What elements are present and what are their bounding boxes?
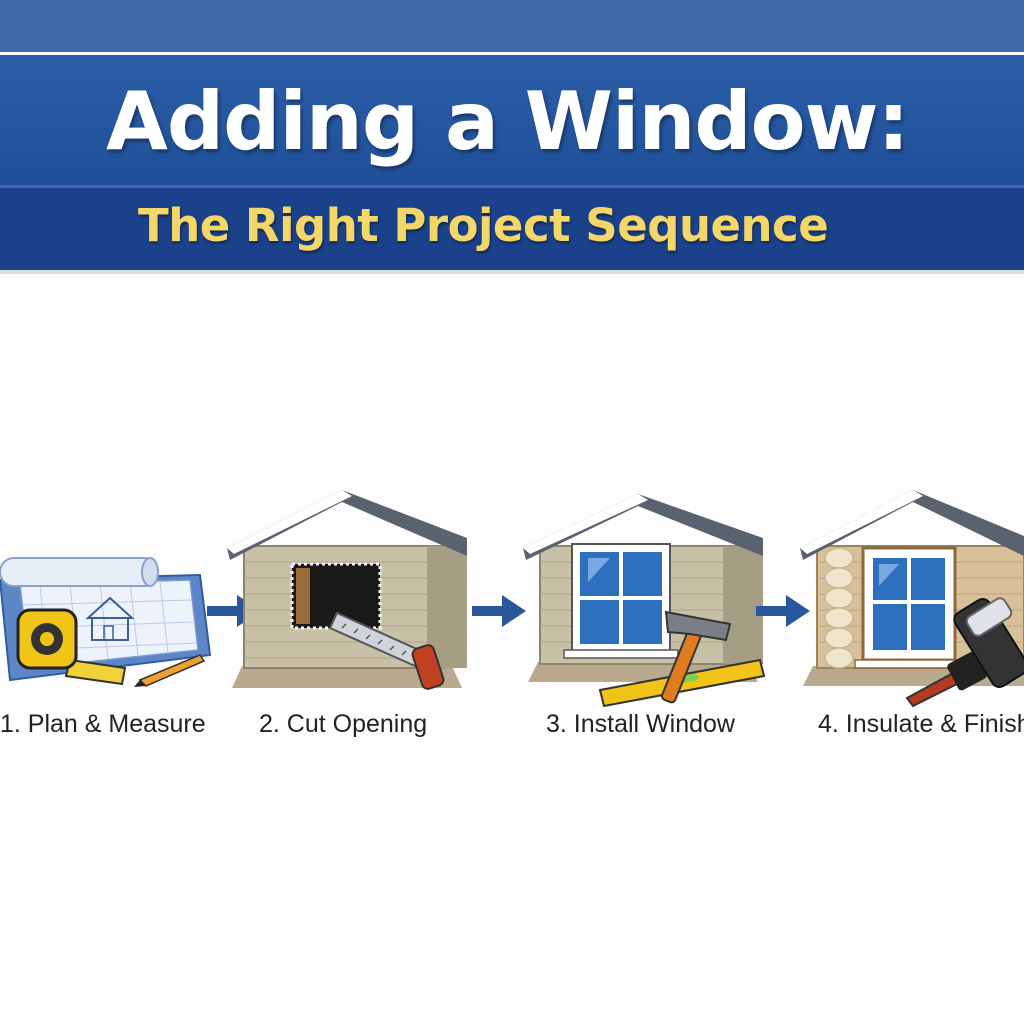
step-3-label: 3. Install Window xyxy=(546,710,735,738)
blueprint-tape-measure-pencil-icon xyxy=(0,557,212,687)
house-insulation-paintbrush-caulk-icon xyxy=(800,490,1024,708)
banner-bottom-rule xyxy=(0,270,1024,274)
house-opening-saw-icon xyxy=(227,490,467,690)
step-4-label: 4. Insulate & Finish xyxy=(818,710,1024,738)
title-banner-upper xyxy=(0,55,1024,185)
title-banner-divider xyxy=(0,185,1024,188)
header-rule xyxy=(0,52,1024,55)
subtitle-banner xyxy=(0,188,1024,270)
step-2-label: 2. Cut Opening xyxy=(259,710,428,738)
header-top-strip xyxy=(0,0,1024,52)
arrow-right-icon xyxy=(472,595,526,627)
page-subtitle: The Right Project Sequence xyxy=(138,199,829,252)
house-window-hammer-level-icon xyxy=(523,494,766,708)
arrow-right-icon xyxy=(756,595,810,627)
step-1-label: 1. Plan & Measure xyxy=(0,710,206,738)
page-title: Adding a Window: xyxy=(106,75,910,168)
